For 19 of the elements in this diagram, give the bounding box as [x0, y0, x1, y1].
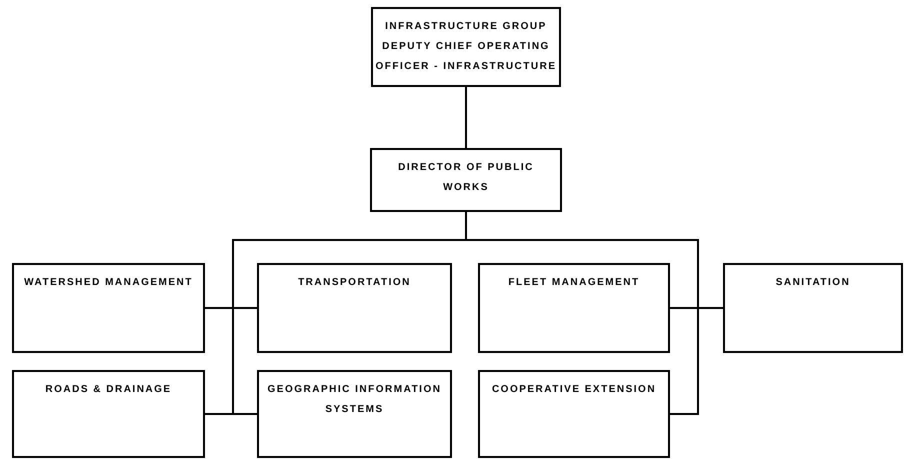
org-box [257, 370, 452, 458]
box-label: DIRECTOR OF PUBLIC WORKS [397, 161, 535, 195]
org-box [370, 148, 562, 212]
box-label: WATERSHED MANAGEMENT [24, 276, 193, 290]
org-box [478, 370, 670, 458]
org-box [723, 263, 903, 353]
box-label: SANITATION [776, 276, 850, 290]
connector-line [465, 87, 467, 148]
box-label: INFRASTRUCTURE GROUP DEPUTY CHIEF OPERATING OFFICER - INFRASTRUCTURE [375, 20, 557, 74]
box-label: COOPERATIVE EXTENSION [492, 383, 656, 397]
box-label: GEOGRAPHIC INFORMATION SYSTEMS [266, 383, 442, 417]
box-label: FLEET MANAGEMENT [508, 276, 640, 290]
org-box [12, 263, 205, 353]
org-box [371, 7, 561, 87]
box-label: ROADS & DRAINAGE [45, 383, 172, 397]
org-box [478, 263, 670, 353]
org-box [12, 370, 205, 458]
box-label: TRANSPORTATION [298, 276, 411, 290]
org-box [257, 263, 452, 353]
